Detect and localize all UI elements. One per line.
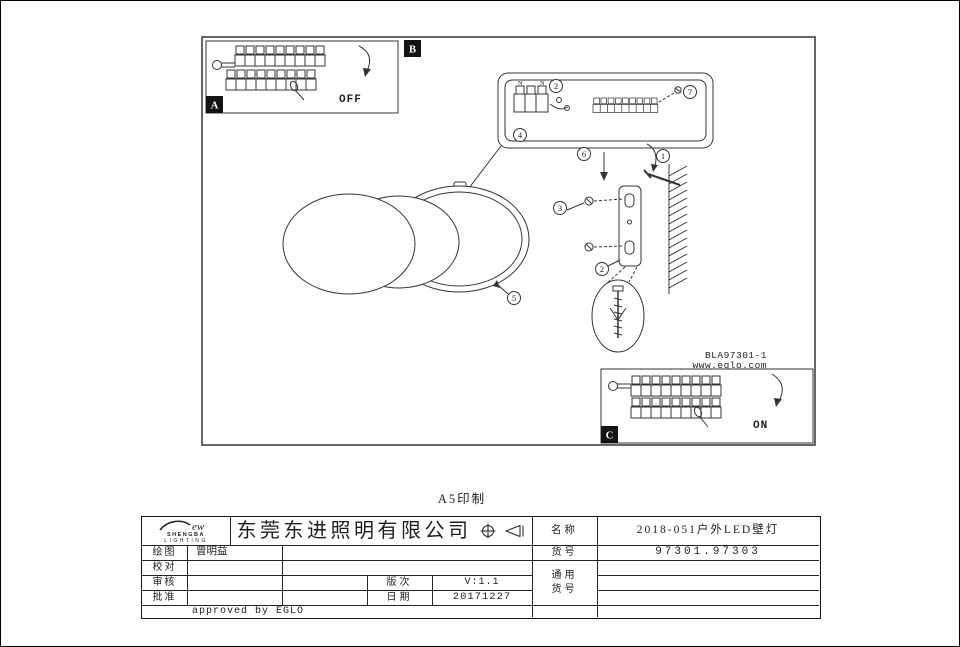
callout-1: 1 [656,149,670,163]
assembly-drawing: OFF A B N N [201,36,816,446]
callout-2: 2 [595,259,621,276]
callout-7: 7 [683,85,697,99]
press-pointer-icon [693,406,703,418]
general-sku-label: 通用 货号 [551,569,578,595]
grid-line [142,605,819,606]
grid-line [282,545,283,605]
on-label: ON [753,420,768,432]
grid-line [532,517,533,617]
date-label: 日期 [386,591,413,603]
callout-5: 5 [507,291,521,305]
svg-text:7: 7 [688,87,692,97]
grid-line [230,517,231,545]
callout-4: 4 [513,128,527,142]
grid-line [142,545,819,546]
mounting-bracket [618,185,642,267]
rotate-arrow-icon [771,373,783,402]
logo-swoosh-icon: ew [159,520,205,533]
logo-line1: SHENGBA [166,532,205,539]
row-value-check [187,560,282,575]
screw-icon [674,86,682,94]
svg-text:ew: ew [192,521,205,533]
grid-line [367,575,368,605]
grid-line [142,590,532,591]
grid-line [187,545,188,605]
grid-line [597,575,819,576]
title-block: ew SHENGBA LIGHTING 东莞东进照明有限公司 名称 2018-0… [141,516,821,619]
press-pointer-icon [289,80,299,92]
svg-text:B: B [409,45,416,56]
inset-c-label: C [606,431,614,442]
sku-value: 97301.97303 [655,546,761,559]
version-label: 版次 [386,576,413,588]
wall-section-hatch [668,164,688,294]
lamp-body [282,181,530,295]
date-value: 20171227 [452,591,512,604]
off-label: OFF [339,94,362,106]
grid-line [142,575,532,576]
detail-leader-line [468,145,502,189]
row-label-audit: 审核 [152,576,177,588]
name-label: 名称 [551,524,578,536]
grid-line [597,590,819,591]
rotate-arrow-icon [358,45,371,72]
grid-line [432,575,433,605]
callout-5-arrow [493,280,509,295]
website-text: www.eglo.com [693,360,767,371]
brand-logo: ew SHENGBA LIGHTING [142,517,230,545]
terminal-n-mark: N [518,80,523,87]
logo-line2: LIGHTING [164,537,208,544]
inset-a-label: A [211,101,219,112]
bracket-screws [584,196,624,252]
callout-2-box: 2 [549,79,563,93]
grid-line [142,560,819,561]
projection-symbol-icon [480,523,523,539]
callout-3: 3 [553,201,585,215]
svg-text:3: 3 [558,203,562,213]
model-code: BLA97301-1 [705,350,767,361]
inset-c-on-detail: ON C [600,368,814,444]
row-label-approve: 批准 [152,591,177,603]
inset-a-off-detail: OFF A [205,40,399,114]
company-name: 东莞东进照明有限公司 [236,519,472,542]
row-value-draw: 曾明益 [196,546,228,558]
callout-6: 6 [577,147,591,161]
section-b-label: B [404,40,421,57]
svg-text:5: 5 [512,293,516,303]
wiring-detail-box: N N [497,72,714,149]
product-name: 2018-051户外LED壁灯 [636,524,780,537]
row-value-audit [187,575,282,590]
company-cell: 东莞东进照明有限公司 [230,517,532,545]
row-label-check: 校对 [152,561,177,573]
drawing-frame [201,36,816,446]
wall-anchor-screw [643,143,681,187]
row-value-approve [187,590,282,605]
svg-text:2: 2 [554,81,558,91]
insert-arrow-icon [600,152,608,181]
sku-label: 货号 [551,546,578,558]
approved-note: approved by EGLO [192,606,305,618]
print-size-note: A5印制 [437,492,487,506]
svg-text:1: 1 [661,151,665,161]
row-label-draw: 绘图 [152,546,177,558]
svg-text:6: 6 [582,149,586,159]
screw-magnifier-detail [591,266,645,353]
version-value: V:1.1 [464,576,500,588]
terminal-n-mark: N [540,80,545,87]
svg-text:2: 2 [600,264,604,274]
grid-line [597,517,598,617]
svg-text:4: 4 [518,130,523,140]
